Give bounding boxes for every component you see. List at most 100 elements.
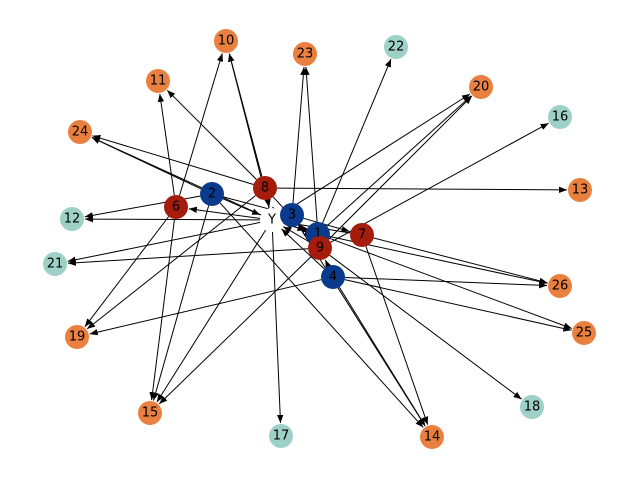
node-9: 9 [308,236,332,260]
node-24: 24 [68,120,92,144]
node-label-7: 7 [358,228,366,243]
node-circle-14 [420,425,444,449]
node-8: 8 [253,176,277,200]
node-17: 17 [269,424,293,448]
edge-Y-to-15 [156,229,267,403]
node-circle-24 [68,120,92,144]
edge-2-to-15 [152,205,210,401]
node-label-8: 8 [261,181,269,196]
edge-4-to-26 [344,277,548,289]
node-12: 12 [60,207,84,231]
node-circle-17 [269,424,293,448]
node-6: 6 [164,195,188,219]
node-label-6: 6 [172,200,180,215]
edge-Y-to-6 [188,206,261,219]
edge-4-to-9 [324,259,332,269]
node-circle-9 [308,236,332,260]
node-4: 4 [321,265,345,289]
node-label-20: 20 [473,80,490,95]
node-Y: Y [260,208,284,232]
node-label-4: 4 [329,270,337,285]
node-26: 26 [548,274,572,298]
edge-Y-to-20 [281,93,471,215]
node-label-1: 1 [314,227,322,242]
edge-3-to-7 [303,217,350,233]
node-circle-3 [280,203,304,227]
node-16: 16 [548,105,572,129]
edge-1-to-25 [329,237,572,329]
node-circle-2 [200,182,224,206]
node-label-Y: Y [267,213,276,228]
node-label-9: 9 [316,241,324,256]
node-10: 10 [214,29,238,53]
node-25: 25 [572,321,596,345]
edges-layer [67,53,572,428]
node-circle-21 [43,252,67,276]
node-label-26: 26 [552,279,569,294]
node-circle-Y [260,208,284,232]
node-14: 14 [420,425,444,449]
edge-3-to-23 [292,66,307,204]
edge-Y-to-12 [84,215,261,223]
node-circle-10 [214,29,238,53]
node-label-16: 16 [552,110,569,125]
node-20: 20 [469,75,493,99]
edge-1-to-23 [303,66,318,223]
node-label-10: 10 [218,34,235,49]
node-circle-22 [384,35,408,59]
node-15: 15 [138,401,162,425]
edge-8-to-Y [264,198,271,208]
node-circle-11 [146,69,170,93]
edge-7-to-14 [365,246,429,425]
edge-4-to-Y [281,228,325,270]
edge-4-to-25 [344,279,572,332]
node-circle-26 [548,274,572,298]
node-circle-7 [350,223,374,247]
edge-4-to-19 [89,279,322,336]
node-label-12: 12 [64,212,81,227]
node-circle-23 [293,42,317,66]
node-label-11: 11 [150,74,167,89]
node-19: 19 [65,325,89,349]
node-circle-18 [520,395,544,419]
edge-1-to-20 [326,95,472,227]
node-circle-8 [253,176,277,200]
node-11: 11 [146,69,170,93]
edge-6-to-19 [84,216,170,328]
edge-7-to-26 [373,237,548,284]
node-23: 23 [293,42,317,66]
node-label-2: 2 [208,187,216,202]
edge-9-to-21 [67,248,309,266]
node-18: 18 [520,395,544,419]
node-circle-12 [60,207,84,231]
node-label-25: 25 [576,326,593,341]
node-label-3: 3 [288,208,296,223]
node-label-21: 21 [47,257,64,272]
edge-6-to-15 [149,218,175,401]
node-label-24: 24 [72,125,89,140]
edge-6-to-10 [179,53,224,196]
edge-1-to-22 [322,58,392,224]
edge-9-to-16 [330,122,549,243]
edge-8-to-24 [92,135,254,185]
edge-4-to-14 [338,286,426,427]
node-2: 2 [200,182,224,206]
edge-9-to-20 [328,95,473,240]
node-circle-13 [568,178,592,202]
nodes-layer: Y123467891011121314151617181920212223242… [43,29,596,449]
edge-8-to-19 [86,195,256,330]
node-circle-20 [469,75,493,99]
node-circle-15 [138,401,162,425]
node-label-23: 23 [297,47,314,62]
edge-8-to-11 [166,89,257,180]
edge-2-to-14 [219,202,424,428]
node-label-17: 17 [273,429,290,444]
edge-Y-to-21 [67,221,261,263]
node-22: 22 [384,35,408,59]
node-circle-25 [572,321,596,345]
node-label-14: 14 [424,430,441,445]
node-circle-4 [321,265,345,289]
node-3: 3 [280,203,304,227]
edge-8-to-13 [276,186,568,194]
